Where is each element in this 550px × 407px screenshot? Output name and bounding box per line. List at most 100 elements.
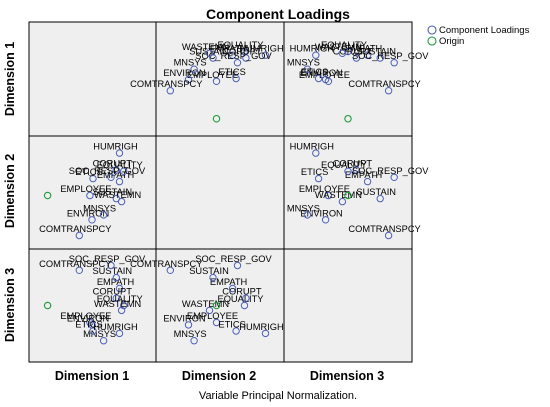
point-label-corupt: CORUPT [333, 47, 373, 57]
point-label-mnsys: MNSYS [174, 329, 207, 339]
point-humrigh [261, 329, 270, 338]
cell-dimension-1-vs-dimension-3 [283, 21, 413, 137]
point-label-humrigh: HUMRIGH [290, 44, 334, 54]
point-environ [321, 216, 330, 224]
point-etics [314, 74, 323, 83]
point-corupt [242, 54, 250, 62]
point-wastemn [117, 197, 126, 206]
point-label-comtranspcy: COMTRANSPCY [39, 224, 111, 234]
point-equality [240, 301, 249, 310]
col-label-dimension-3: Dimension 3 [310, 369, 384, 383]
point-comtranspcy [75, 231, 84, 240]
point-environ [184, 321, 193, 329]
point-label-comtranspcy: COMTRANSPCY [130, 79, 202, 89]
point-label-etics: ETICS [301, 167, 328, 177]
cell-dimension-1-vs-dimension-2 [155, 21, 285, 137]
point-employee [212, 77, 221, 86]
point-label-sustain: SUSTAIN [92, 266, 132, 276]
point-label-soc-resp-gov: SOC_RESP_GOV [352, 51, 429, 61]
point-wastemn [117, 306, 126, 315]
legend-label-origin: Origin [439, 36, 464, 47]
point-label-wastemn: WASTEMN [315, 42, 362, 52]
cell-dimension-2-vs-dimension-1 [28, 135, 157, 250]
point-label-environ: ENVIRON [163, 313, 205, 323]
point-corupt [352, 54, 361, 62]
origin-point [43, 191, 52, 200]
point-employee [86, 191, 94, 200]
point-label-sustain: SUSTAIN [189, 266, 229, 276]
point-comtranspcy [384, 87, 393, 95]
cell-dimension-1-vs-dimension-1 [28, 21, 157, 137]
point-etics [314, 174, 323, 183]
point-label-empath: EMPATH [345, 170, 382, 180]
point-label-empath: EMPATH [210, 277, 247, 287]
cell-dimension-3-vs-dimension-1 [28, 248, 157, 363]
point-label-empath: EMPATH [97, 277, 134, 287]
point-empath [115, 284, 124, 293]
point-humrigh [261, 51, 270, 59]
point-label-wastemn: WASTEMN [182, 42, 229, 52]
point-comtranspcy [166, 87, 175, 95]
origin-point [212, 114, 221, 123]
point-label-comtranspcy: COMTRANSPCY [130, 259, 202, 269]
point-wastemn [205, 49, 214, 57]
point-label-employee: EMPLOYEE [299, 70, 350, 80]
point-etics [232, 74, 240, 83]
point-mnsys [99, 211, 108, 219]
point-label-equality: EQUALITY [321, 40, 367, 50]
point-label-comtranspcy: COMTRANSPCY [348, 79, 420, 89]
matrix-cells [28, 21, 413, 363]
point-etics [89, 327, 97, 335]
point-environ [184, 75, 193, 84]
point-mnsys [303, 211, 312, 219]
point-equality [344, 167, 352, 176]
point-empath [363, 51, 372, 59]
point-label-corupt: CORUPT [93, 159, 133, 169]
point-wastemn [338, 49, 347, 57]
point-comtranspcy [384, 231, 393, 240]
point-corupt [242, 294, 250, 302]
point-label-employee: EMPLOYEE [60, 311, 111, 321]
point-mnsys [303, 65, 312, 73]
point-comtranspcy [75, 266, 84, 274]
point-label-equality: EQUALITY [218, 40, 264, 50]
footnote: Variable Principal Normalization. [199, 390, 357, 402]
point-label-corupt: CORUPT [93, 287, 133, 297]
point-label-sustain: SUSTAIN [92, 187, 132, 197]
point-label-mnsys: MNSYS [287, 203, 320, 213]
point-mnsys [190, 65, 198, 73]
point-corupt [112, 166, 121, 174]
point-label-equality: EQUALITY [97, 160, 143, 170]
point-label-humrigh: HUMRIGH [239, 44, 283, 54]
point-label-etics: ETICS [301, 67, 328, 77]
legend-marker-component-loadings [427, 25, 437, 35]
point-label-equality: EQUALITY [321, 160, 367, 170]
point-mnsys [99, 337, 108, 345]
row-label-dimension-3: Dimension 3 [3, 268, 17, 342]
row-label-dimension-2: Dimension 2 [3, 154, 17, 228]
legend-marker-origin [427, 36, 437, 46]
point-label-environ: ENVIRON [300, 68, 342, 78]
point-label-soc-resp-gov: SOC_RESP_GOV [69, 254, 146, 264]
point-equality [120, 167, 128, 176]
point-sustain [209, 273, 217, 282]
point-label-humrigh: HUMRIGH [93, 142, 137, 152]
point-label-environ: ENVIRON [67, 208, 109, 218]
point-sustain [376, 54, 384, 62]
point-etics [232, 327, 240, 335]
point-label-comtranspcy: COMTRANSPCY [39, 259, 111, 269]
point-sustain [112, 273, 121, 282]
point-label-soc-resp-gov: SOC_RESP_GOV [69, 166, 146, 176]
point-label-employee: EMPLOYEE [299, 184, 350, 194]
point-label-employee: EMPLOYEE [187, 311, 238, 321]
point-label-employee: EMPLOYEE [60, 184, 111, 194]
cell-dimension-2-vs-dimension-2 [155, 135, 285, 250]
point-soc-resp-gov [233, 261, 242, 270]
legend-label-component-loadings: Component Loadings [439, 25, 530, 36]
point-label-etics: ETICS [218, 320, 245, 330]
point-label-etics: ETICS [75, 320, 102, 330]
point-label-humrigh: HUMRIGH [290, 142, 334, 152]
point-soc-resp-gov [390, 59, 398, 67]
point-empath [115, 177, 124, 186]
point-soc-resp-gov [390, 173, 398, 182]
